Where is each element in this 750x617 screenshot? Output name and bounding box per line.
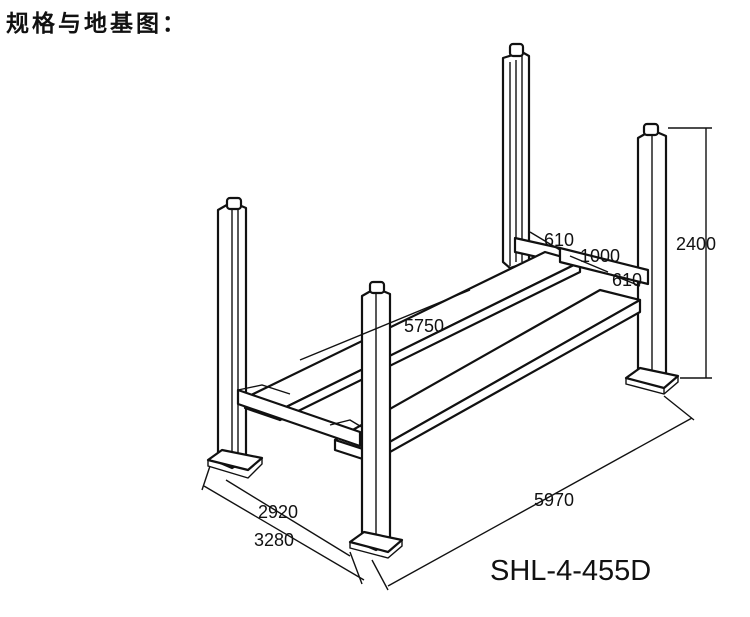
- runway-platform: [236, 236, 650, 464]
- dim-runway-length: 5750: [404, 316, 444, 336]
- dimension-lines: [201, 127, 712, 591]
- diagram-title: 规格与地基图：: [6, 11, 188, 37]
- dim-inner-width: 2920: [258, 502, 298, 522]
- post-front-left: [206, 196, 264, 479]
- dim-overall-length: 5970: [534, 490, 574, 510]
- model-number: SHL-4-455D: [490, 555, 652, 587]
- post-back-right: [624, 122, 680, 395]
- dim-column-height: 2400: [676, 234, 716, 254]
- dim-outer-width: 3280: [254, 530, 294, 550]
- post-front-right: [348, 280, 404, 559]
- post-back-left: [501, 42, 531, 270]
- dim-runway-width-b: 610: [612, 270, 642, 290]
- dim-runway-width-a: 610: [544, 230, 574, 250]
- dim-runway-gap: 1000: [580, 246, 620, 266]
